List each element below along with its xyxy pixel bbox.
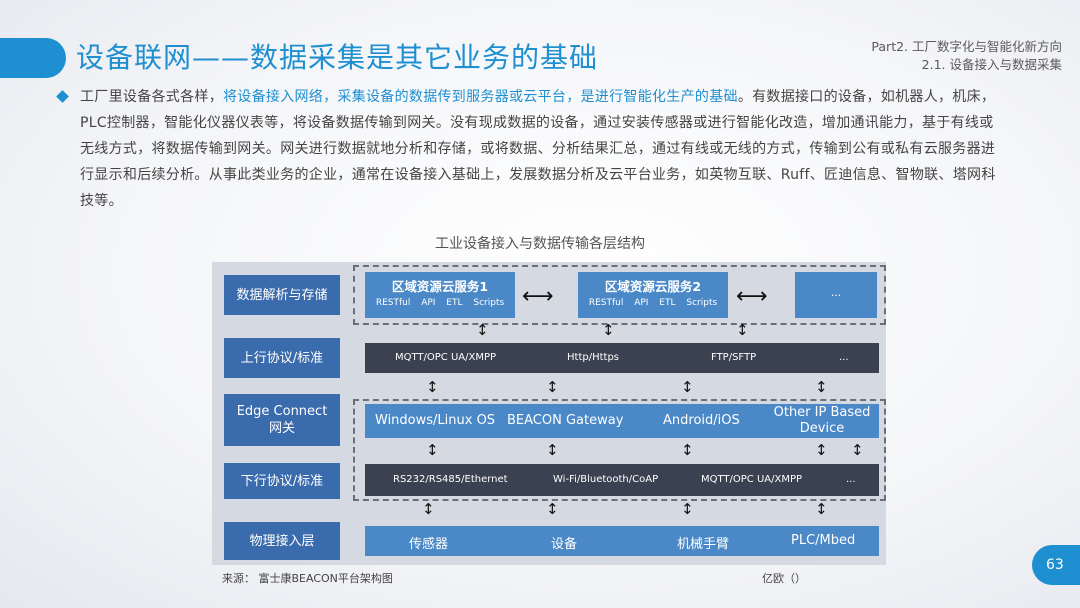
body-paragraph: 工厂里设备各式各样，将设备接入网络，采集设备的数据传到服务器或云平台，是进行智能… — [80, 84, 1005, 214]
layer-label-downlink: 下行协议/标准 — [224, 463, 340, 499]
cloud-service-2-sub: RESTful API ETL Scripts — [588, 298, 718, 308]
brand-note: 亿欧（） — [762, 572, 806, 585]
source-note: 来源： 富士康BEACON平台架构图 — [222, 572, 393, 585]
vertical-arrow-icon: ↕ — [815, 500, 828, 518]
layer-label-physical: 物理接入层 — [224, 522, 340, 560]
uplink-item: MQTT/OPC UA/XMPP — [395, 352, 497, 363]
layer-label-uplink: 上行协议/标准 — [224, 338, 340, 378]
cloud-service-1-sub: RESTful API ETL Scripts — [375, 298, 505, 308]
gateway-item: Other IP Based Device — [773, 405, 871, 436]
uplink-item: Http/Https — [567, 352, 619, 363]
cloud-service-2-title: 区域资源云服务2 — [604, 279, 702, 294]
vertical-arrow-icon: ↕ — [681, 441, 694, 459]
cloud-service-2: 区域资源云服务2 RESTful API ETL Scripts — [578, 272, 728, 318]
architecture-diagram: 数据解析与存储 上行协议/标准 Edge Connect 网关 下行协议/标准 … — [212, 262, 886, 565]
para-highlight: 将设备接入网络，采集设备的数据传到服务器或云平台，是进行智能化生产的基础 — [223, 89, 738, 105]
vertical-arrow-icon: ↕ — [736, 321, 749, 339]
layer-label-storage: 数据解析与存储 — [224, 275, 340, 315]
gateway-layer-frame — [353, 399, 886, 501]
vertical-arrow-icon: ↕ — [422, 500, 435, 518]
physical-item: 设备 — [551, 537, 578, 552]
gateway-item: Android/iOS — [663, 413, 740, 428]
gateway-bar: Windows/Linux OS BEACON Gateway Android/… — [365, 404, 879, 438]
downlink-protocol-bar: RS232/RS485/Ethernet Wi-Fi/Bluetooth/CoA… — [365, 464, 879, 496]
vertical-arrow-icon: ↕ — [546, 378, 559, 396]
cloud-service-1-title: 区域资源云服务1 — [391, 279, 489, 294]
vertical-arrow-icon: ↕ — [681, 378, 694, 396]
para-text-2: 。有数据接口的设备，如机器人，机床，PLC控制器，智能化仪器仪表等，将设备数据传… — [80, 89, 996, 209]
physical-item: 机械手臂 — [677, 537, 730, 552]
cloud-service-more: ... — [795, 272, 877, 318]
uplink-item: ... — [839, 352, 849, 363]
gateway-item: Windows/Linux OS — [375, 413, 496, 428]
bidirectional-arrow-icon: ⟷ — [736, 284, 768, 309]
section-header: Part2. 工厂数字化与智能化新方向 2.1. 设备接入与数据采集 — [871, 38, 1062, 74]
slide-title: 设备联网——数据采集是其它业务的基础 — [76, 41, 599, 74]
physical-item: PLC/Mbed — [791, 533, 856, 548]
uplink-item: FTP/SFTP — [711, 352, 757, 363]
bidirectional-arrow-icon: ⟷ — [522, 284, 554, 309]
cloud-service-more-label: ... — [830, 286, 842, 299]
physical-layer-bar: 传感器 设备 机械手臂 PLC/Mbed — [365, 526, 879, 556]
downlink-item: Wi-Fi/Bluetooth/CoAP — [553, 474, 659, 485]
storage-layer-frame — [353, 265, 886, 325]
vertical-arrow-icon: ↕ — [476, 321, 489, 339]
vertical-arrow-icon: ↕ — [426, 378, 439, 396]
cloud-service-1: 区域资源云服务1 RESTful API ETL Scripts — [365, 272, 515, 318]
diagram-title: 工业设备接入与数据传输各层结构 — [435, 236, 645, 252]
vertical-arrow-icon: ↕ — [681, 500, 694, 518]
vertical-arrow-icon: ↕ — [602, 321, 615, 339]
section-label: 2.1. 设备接入与数据采集 — [921, 57, 1062, 72]
vertical-arrow-icon: ↕ — [815, 441, 828, 459]
title-accent-pill — [0, 38, 66, 78]
vertical-arrow-icon: ↕ — [851, 441, 864, 459]
downlink-item: RS232/RS485/Ethernet — [393, 474, 508, 485]
part-label: Part2. 工厂数字化与智能化新方向 — [871, 39, 1062, 54]
vertical-arrow-icon: ↕ — [546, 500, 559, 518]
layer-label-gateway: Edge Connect 网关 — [224, 394, 340, 446]
para-text-1: 工厂里设备各式各样， — [80, 89, 223, 105]
gateway-item: BEACON Gateway — [507, 413, 624, 428]
physical-item: 传感器 — [409, 537, 449, 552]
vertical-arrow-icon: ↕ — [426, 441, 439, 459]
vertical-arrow-icon: ↕ — [546, 441, 559, 459]
uplink-protocol-bar: MQTT/OPC UA/XMPP Http/Https FTP/SFTP ... — [365, 343, 879, 373]
page-number: 63 — [1032, 545, 1080, 585]
downlink-item: ... — [846, 474, 856, 485]
downlink-item: MQTT/OPC UA/XMPP — [701, 474, 803, 485]
vertical-arrow-icon: ↕ — [815, 378, 828, 396]
